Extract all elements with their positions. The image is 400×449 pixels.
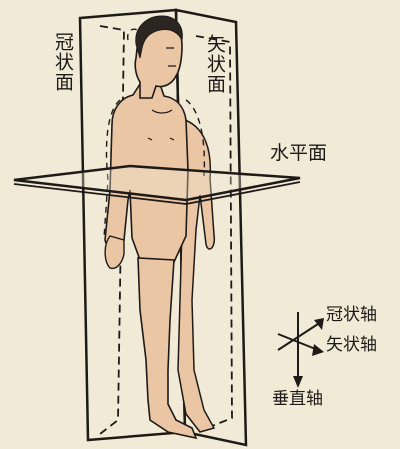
sagittal-plane-label: 矢状面 <box>204 34 226 94</box>
sagittal-axis-arrowhead <box>312 344 324 356</box>
coronal-plane-label: 冠状面 <box>52 32 74 92</box>
axis-symbol <box>278 312 324 388</box>
vertical-axis-label: 垂直轴 <box>272 388 323 410</box>
sagittal-axis-label: 矢状轴 <box>326 334 377 356</box>
coronal-axis-arrowhead <box>314 318 324 330</box>
coronal-axis-label: 冠状轴 <box>326 304 377 326</box>
horizontal-plane-label: 水平面 <box>270 142 327 164</box>
left-hand <box>105 236 124 268</box>
vertical-axis-arrowhead <box>293 376 303 388</box>
horizontal-plane <box>14 166 300 200</box>
human-body <box>104 16 214 438</box>
